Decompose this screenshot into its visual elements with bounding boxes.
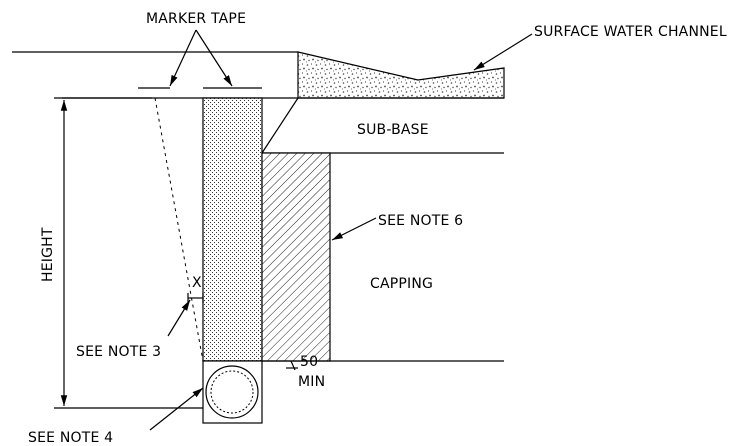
surface-water-channel-leader — [473, 33, 533, 71]
fifty-min-tick — [290, 360, 296, 371]
pipe-inner-circle — [210, 370, 254, 414]
pipe-outer-circle — [205, 365, 259, 419]
marker-tape-leader-left — [169, 29, 197, 87]
see-note-3-leader — [167, 299, 191, 337]
surface-water-channel-label: SURFACE WATER CHANNEL — [534, 24, 727, 40]
min-dimension-label: MIN — [298, 374, 325, 390]
marker-tape-leader-right — [195, 29, 233, 87]
height-label: HEIGHT — [40, 227, 56, 282]
surface-water-channel-gravel — [297, 51, 505, 99]
trench-stippled-backfill — [202, 97, 263, 362]
dashed-trench-side — [154, 97, 204, 362]
sub-base-slope-line — [261, 97, 299, 154]
see-note-6-label: SEE NOTE 6 — [378, 213, 463, 229]
see-note-6-leader — [331, 217, 377, 241]
capping-label: CAPPING — [370, 276, 433, 292]
see-note-3-label: SEE NOTE 3 — [76, 344, 161, 360]
see-note-4-leader — [149, 387, 204, 431]
see-note-4-label: SEE NOTE 4 — [28, 430, 113, 446]
marker-tape-label: MARKER TAPE — [146, 11, 246, 27]
x-label: X — [192, 275, 202, 291]
capping-hatched-block — [261, 152, 331, 362]
fifty-dimension-label: 50 — [300, 354, 318, 370]
sub-base-label: SUB-BASE — [357, 122, 429, 138]
